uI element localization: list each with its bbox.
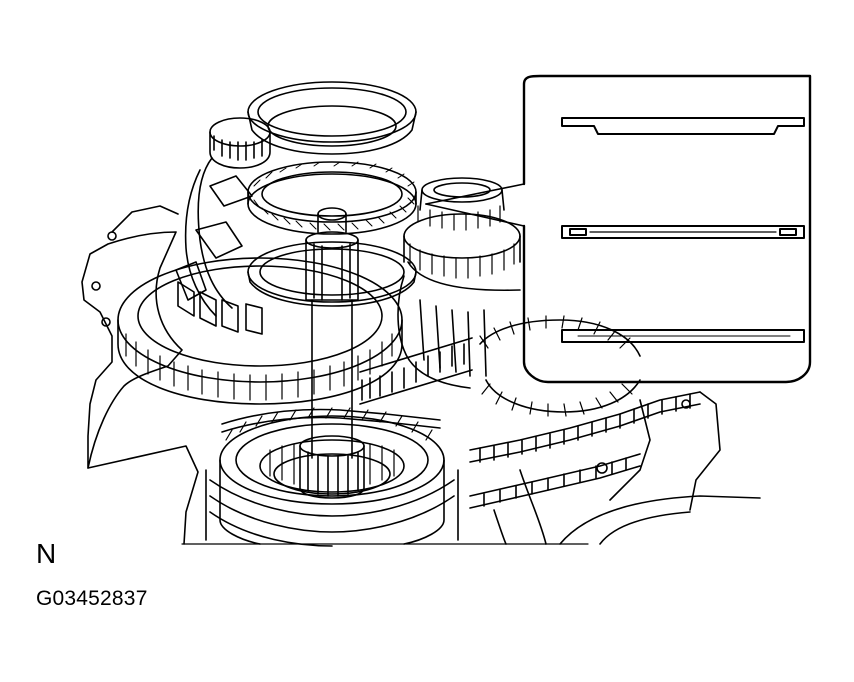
needle-bearing-profile <box>561 225 805 239</box>
ring-gear <box>117 257 403 405</box>
transmission-case-outline <box>81 205 199 545</box>
needle-thrust-bearing <box>247 161 417 235</box>
clutch-drum <box>205 407 459 547</box>
washer-lip-profile <box>561 117 805 135</box>
figure-id-label: G03452837 <box>36 587 148 610</box>
lower-housing <box>181 391 761 545</box>
intermediate-gear <box>397 275 641 417</box>
callout-leader <box>425 183 525 227</box>
thrust-washer-top <box>247 81 417 155</box>
differential-case <box>175 117 271 335</box>
orientation-marker: N <box>36 538 57 569</box>
callout-box <box>522 74 812 384</box>
pinion-gear <box>403 177 521 292</box>
thrust-race-lower <box>247 241 417 307</box>
flat-race-profile <box>561 329 805 343</box>
